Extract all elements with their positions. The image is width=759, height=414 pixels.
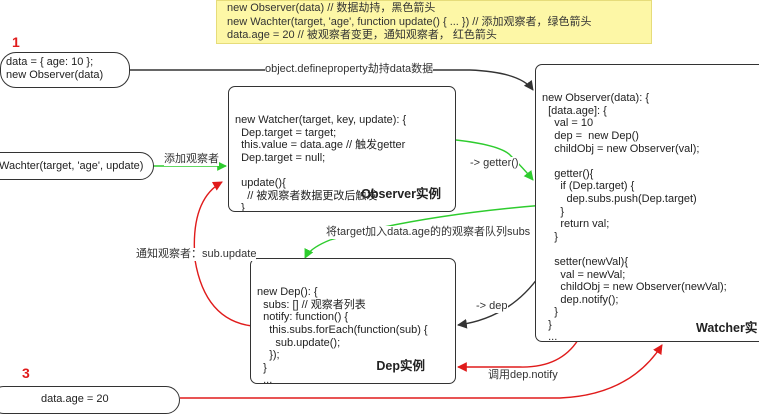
data-age-box: data.age = 20 bbox=[0, 386, 180, 414]
step-marker-3: 3 bbox=[22, 365, 30, 381]
legend-note: new Observer(data) // 数据劫持，黑色箭头 new Wach… bbox=[216, 0, 652, 44]
observer-instance-box: new Observer(data): { [data.age]: { val … bbox=[535, 64, 759, 342]
legend-line-black: new Observer(data) // 数据劫持，黑色箭头 bbox=[227, 2, 436, 14]
arrow-getter bbox=[455, 139, 534, 181]
label-push-subs: 将target加入data.age的的观察者队列subs bbox=[326, 226, 531, 239]
dep-code: new Dep(): { subs: [] // 观察者列表 notify: f… bbox=[257, 286, 428, 384]
label-call-notify: 调用dep.notify bbox=[488, 369, 558, 382]
label-dep: -> dep bbox=[476, 300, 508, 313]
observer-box-title: Watcher实 bbox=[696, 321, 758, 336]
data-init-box: data = { age: 10 }; new Observer(data) bbox=[0, 52, 130, 88]
watcher-box-title: Observer实例 bbox=[361, 187, 441, 202]
watcher-code: new Watcher(target, key, update): { Dep.… bbox=[235, 114, 407, 212]
label-notify-watcher: 通知观察者：sub.update bbox=[136, 248, 257, 261]
legend-line-green: new Wachter(target, 'age', function upda… bbox=[227, 15, 592, 28]
legend-line-red: data.age = 20 // 被观察者变更，通知观察者， 红色箭头 bbox=[227, 29, 497, 41]
watcher-instance-box: new Watcher(target, key, update): { Dep.… bbox=[228, 86, 456, 212]
dep-box-title: Dep实例 bbox=[376, 359, 425, 374]
arrow-define-property bbox=[130, 69, 534, 91]
watcher-call-box: Wachter(target, 'age', update) bbox=[0, 152, 154, 180]
arrow-data-age bbox=[180, 344, 663, 399]
observer-code: new Observer(data): { [data.age]: { val … bbox=[542, 92, 727, 342]
arrow-call-notify bbox=[457, 339, 579, 372]
label-define-property: object.defineproperty劫持data数据 bbox=[265, 63, 434, 76]
dep-instance-box: new Dep(): { subs: [] // 观察者列表 notify: f… bbox=[250, 258, 456, 384]
step-marker-1: 1 bbox=[12, 34, 20, 50]
label-getter: -> getter() bbox=[470, 157, 519, 170]
label-add-watcher: 添加观察者 bbox=[164, 153, 219, 166]
